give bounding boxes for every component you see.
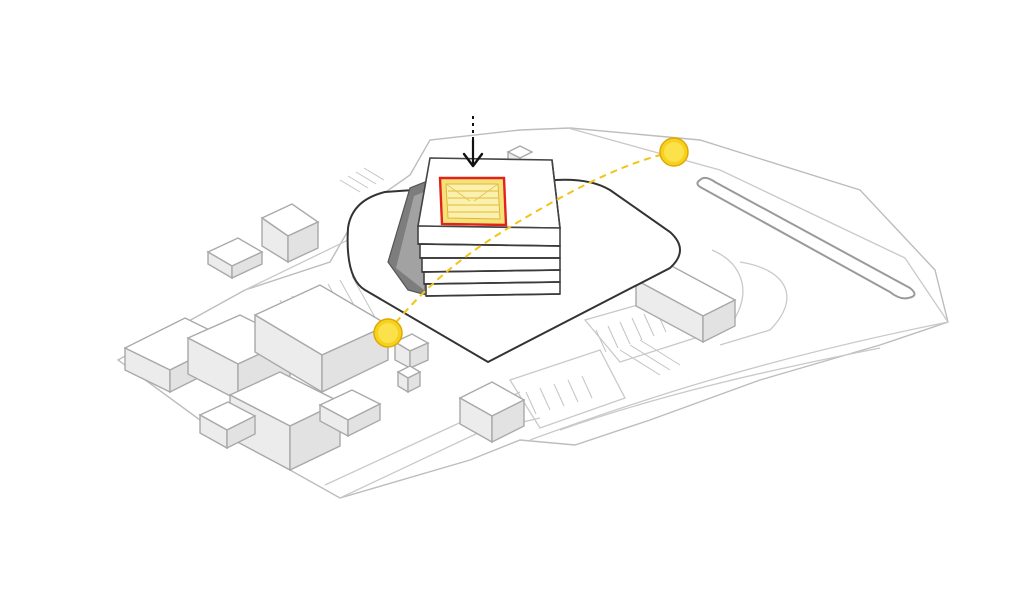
road-south-curve-inner	[559, 347, 881, 431]
road-north	[567, 127, 949, 323]
building-floors	[417, 225, 561, 297]
context-block-9	[634, 263, 737, 344]
context-block-8	[458, 381, 526, 444]
building-shadow-face-light	[396, 192, 424, 290]
downward-arrow	[462, 116, 484, 168]
context-block-7	[206, 237, 264, 280]
road-south-curve	[529, 321, 949, 441]
atrium-skylight	[438, 176, 508, 227]
sun-evening	[659, 137, 689, 167]
context-parking-structure	[253, 284, 390, 394]
runway-loop	[696, 176, 916, 300]
context-block-5	[318, 389, 382, 438]
curved-plaza-2	[711, 249, 744, 319]
sun-morning	[373, 318, 403, 348]
context-cube-1	[393, 333, 430, 370]
sun-path	[387, 151, 673, 333]
context-cube-2	[396, 365, 422, 394]
main-building	[387, 157, 561, 297]
parking-lot-bottom	[509, 349, 626, 429]
context-block-6	[260, 203, 320, 264]
curved-plaza	[719, 261, 788, 346]
context-buildings	[123, 145, 737, 472]
context-block-4	[198, 401, 257, 450]
